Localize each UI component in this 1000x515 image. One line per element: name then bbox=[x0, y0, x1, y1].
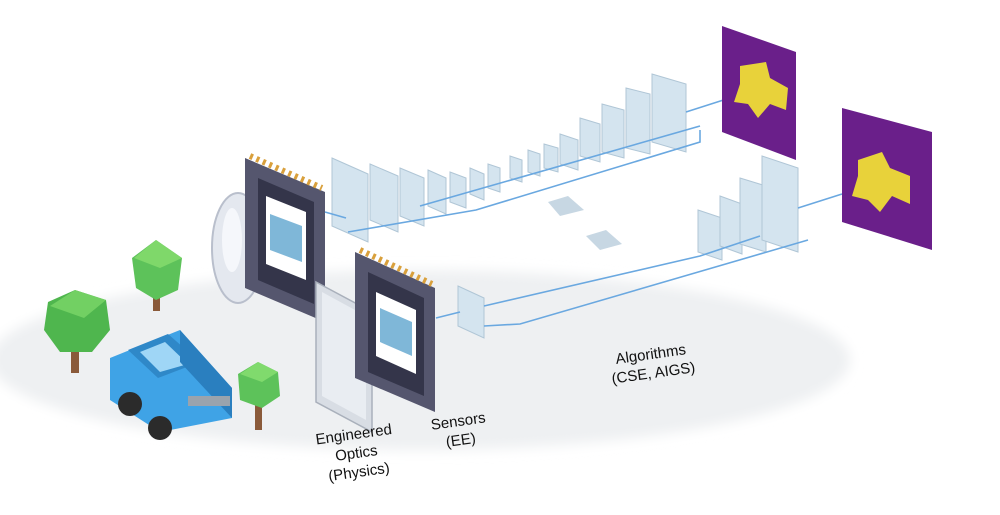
neural-layer-icon bbox=[651, 73, 687, 153]
skip-connection-glyph bbox=[548, 196, 584, 216]
neural-layer-icon bbox=[331, 157, 369, 243]
neural-layer-icon bbox=[579, 117, 601, 163]
connector-lines bbox=[324, 95, 843, 327]
skip-connection-glyph bbox=[586, 230, 622, 250]
neural-layer-icon bbox=[487, 163, 501, 193]
output-map-icon bbox=[722, 26, 796, 160]
neural-layer-icon bbox=[697, 209, 723, 261]
neural-layer-icon bbox=[469, 167, 485, 201]
neural-layer-icon bbox=[449, 171, 467, 209]
neural-layer-icon bbox=[601, 103, 625, 159]
neural-layer-icon bbox=[399, 167, 425, 227]
upper-network-layers bbox=[331, 73, 687, 243]
neural-layer-icon bbox=[509, 155, 523, 183]
output-map-icon bbox=[842, 108, 932, 250]
tree-icon bbox=[132, 240, 182, 311]
neural-layer-icon bbox=[761, 155, 799, 253]
sensors-label: Sensors (EE) bbox=[430, 408, 490, 453]
lower-network-layers bbox=[457, 155, 799, 339]
neural-layer-icon bbox=[625, 87, 651, 155]
neural-layer-icon bbox=[427, 169, 447, 215]
neural-layer-icon bbox=[527, 149, 541, 177]
neural-layer-icon bbox=[559, 133, 579, 171]
sensor-chip-icon bbox=[355, 247, 435, 412]
car-icon bbox=[110, 330, 232, 440]
optics-label: Engineered Optics (Physics) bbox=[314, 420, 398, 487]
neural-layer-icon bbox=[369, 163, 399, 233]
tree-icon bbox=[238, 362, 280, 430]
neural-layer-icon bbox=[543, 143, 559, 173]
tree-icon bbox=[44, 290, 110, 373]
sensor-chip-icon bbox=[245, 153, 325, 322]
neural-layer-icon bbox=[719, 195, 743, 255]
